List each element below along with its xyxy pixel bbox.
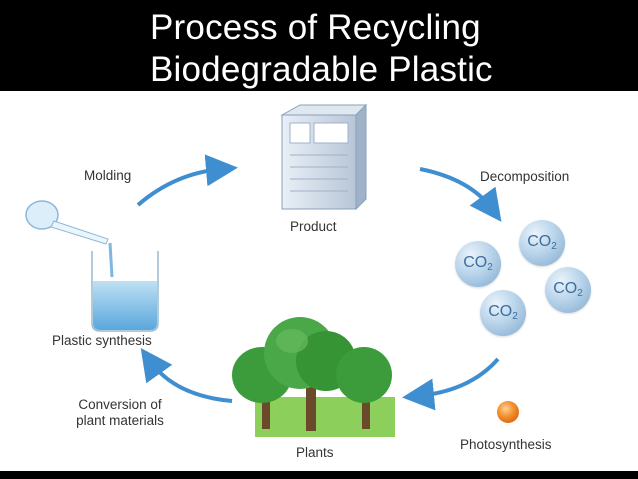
plants-label: Plants: [296, 445, 334, 460]
co2-subscript: 2: [577, 288, 583, 299]
co2-subscript: 2: [487, 262, 493, 273]
diagram-panel: CO2 CO2 CO2 CO2 Product Decomposition Ph…: [0, 91, 638, 471]
co2-label: CO: [527, 233, 552, 250]
molding-label: Molding: [84, 168, 132, 183]
cycle-diagram-art: [25, 103, 519, 437]
beaker-and-flask-icon: [25, 200, 159, 332]
title-line-2: Biodegradable Plastic: [150, 50, 493, 89]
arrow-decomposition-to-plants: [402, 357, 500, 411]
co2-subscript: 2: [512, 311, 518, 322]
product-label: Product: [290, 219, 337, 234]
decomposition-label: Decomposition: [480, 169, 570, 184]
title-line-1: Process of Recycling: [150, 8, 481, 47]
arrow-plants-to-synthesis: [140, 347, 233, 403]
title-bar: Process of Recycling Biodegradable Plast…: [0, 0, 638, 91]
arrow-product-to-decomposition: [419, 167, 502, 222]
co2-bubble: CO2: [480, 290, 526, 336]
sun-icon: [497, 401, 519, 423]
plastic-synthesis-label: Plastic synthesis: [52, 333, 152, 348]
co2-label: CO: [553, 280, 578, 297]
product-icon: [280, 103, 368, 211]
conversion-label: Conversion of plant materials: [76, 397, 164, 428]
co2-bubble: CO2: [519, 220, 565, 266]
trees-icon: [232, 317, 395, 437]
co2-bubble: CO2: [545, 267, 591, 313]
co2-bubble: CO2: [455, 241, 501, 287]
co2-label: CO: [463, 254, 488, 271]
co2-subscript: 2: [551, 241, 557, 252]
co2-label: CO: [488, 303, 513, 320]
arrow-molding-to-product: [136, 154, 238, 207]
bottom-bar: [0, 471, 638, 479]
photosynthesis-label: Photosynthesis: [460, 437, 552, 452]
